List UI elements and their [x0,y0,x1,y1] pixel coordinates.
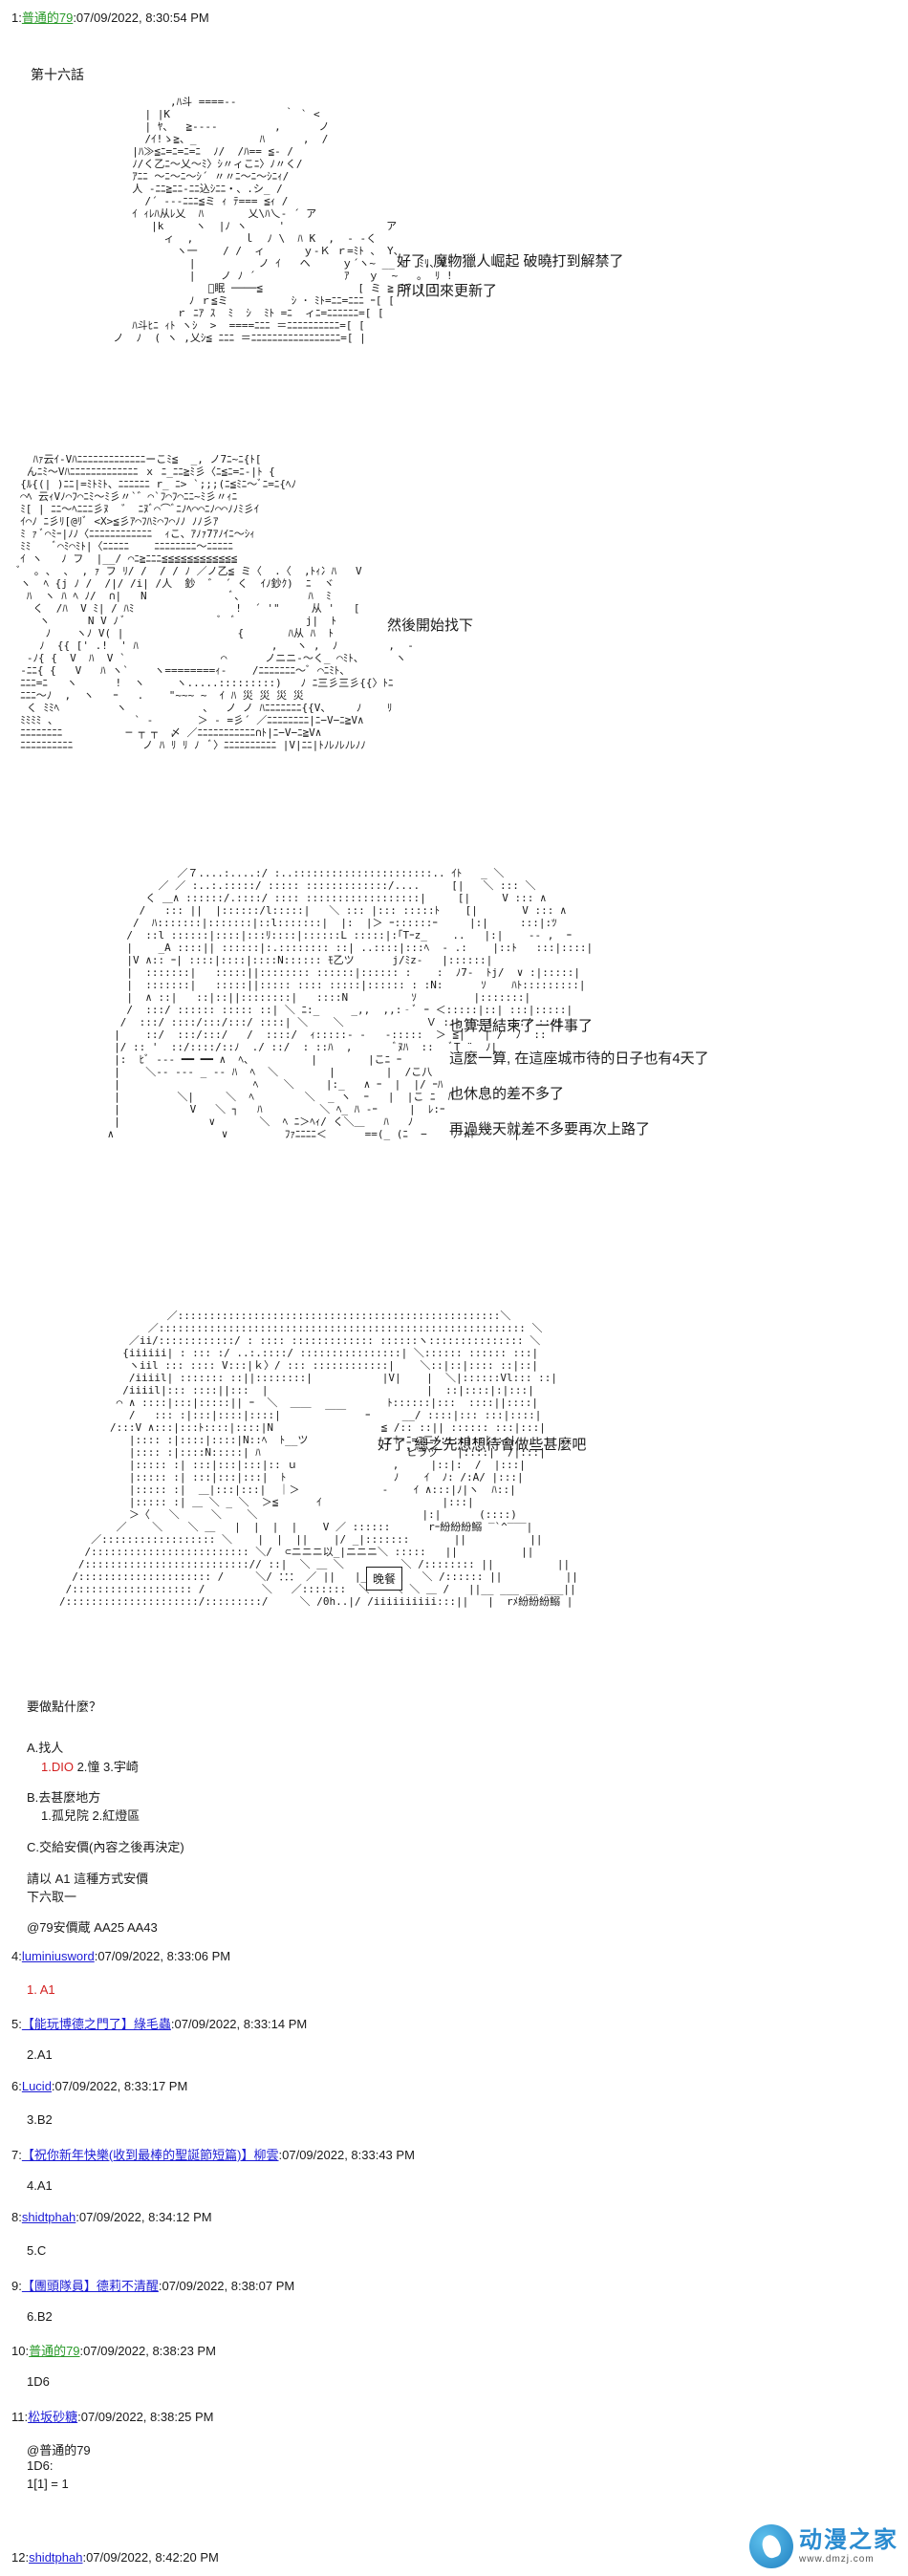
post-body: 1. A1 [27,1982,55,1997]
post-header: 9:【團頭隊員】德莉不清醒:07/09/2022, 8:38:07 PM [11,2276,294,2294]
ascii-art-panel-4: ／:::::::::::::::::::::::::::::::::::::::… [59,1310,578,1608]
post-number: 11: [11,2410,29,2424]
post-header: 6:Lucid:07/09/2022, 8:33:17 PM [11,2079,187,2093]
post-number: 4: [11,1949,22,1963]
post-date: :07/09/2022, 8:38:25 PM [77,2410,214,2424]
post-header: 12:shidtphah:07/09/2022, 8:42:20 PM [11,2550,219,2565]
post-number: 1: [11,11,22,25]
post-number: 10: [11,2344,30,2358]
watermark-title: 动漫之家 [799,2527,898,2554]
post-date: :07/09/2022, 8:42:20 PM [82,2550,219,2565]
choice-b-options: 1.孤兒院 2.紅燈區 [41,1808,141,1823]
poster-name-link[interactable]: 【祝你新年快樂(收到最棒的聖誕節短篇)】柳雲 [21,2148,279,2162]
watermark-url: www.dmzj.com [799,2553,875,2565]
post-body: 1D6 [27,2374,50,2389]
poster-name-link[interactable]: shidtphah [21,2210,76,2224]
post-date: :07/09/2022, 8:38:23 PM [79,2344,216,2358]
choice-take: 下六取一 [27,1890,77,1904]
post-date: :07/09/2022, 8:34:12 PM [76,2210,212,2224]
chapter-title: 第十六話 [31,67,84,82]
post-date: :07/09/2022, 8:33:06 PM [94,1949,231,1963]
post-number: 5: [11,2017,22,2031]
panel-4-caption: 好了, 總之先想想待會做些甚麼吧 [378,1437,587,1453]
watermark-text: 动漫之家 www.dmzj.com [799,2527,898,2565]
panel-1-caption: 好了, 魔物獵人崛起 破曉打到解禁了 [397,253,624,270]
post-body: 5.C [27,2243,47,2258]
post-header: 7:【祝你新年快樂(收到最棒的聖誕節短篇)】柳雲:07/09/2022, 8:3… [11,2145,415,2163]
panel-3-caption: 也休息的差不多了 [449,1086,565,1102]
poster-name-link[interactable]: Lucid [21,2079,52,2093]
panel-2-caption: 然後開始找下 [387,617,474,634]
poster-name-link[interactable]: 【能玩博德之門了】綠毛蟲 [21,2017,171,2031]
post-header: 4:luminiusword:07/09/2022, 8:33:06 PM [11,1949,230,1963]
post-date: :07/09/2022, 8:30:54 PM [73,11,209,25]
post-number: 8: [11,2210,22,2224]
choice-c-header: C.交給安價(內容之後再決定) [27,1840,184,1854]
post-number: 6: [11,2079,22,2093]
dmzj-logo-icon [749,2524,793,2568]
poster-name-link[interactable]: luminiusword [21,1949,95,1963]
choice-a1: 1.DIO [41,1760,74,1774]
post-number: 7: [11,2148,22,2162]
post-body: 4.A1 [27,2178,53,2193]
post-date: :07/09/2022, 8:33:43 PM [278,2148,415,2162]
post-header: 8:shidtphah:07/09/2022, 8:34:12 PM [11,2210,212,2224]
post-number: 9: [11,2279,22,2293]
post-header: 10:普通的79:07/09/2022, 8:38:23 PM [11,2341,216,2359]
post-body-line: @普通的79 [27,2443,91,2457]
anka-line: @79安價蔵 AA25 AA43 [27,1920,158,1935]
ascii-art-panel-3: ／７....:....:/ :..::::::::::::::::::::::.… [107,867,594,1140]
post-date: :07/09/2022, 8:33:17 PM [51,2079,188,2093]
ascii-art-panel-2: ﾊｧ云ｲ-Vﾊﾆﾆﾆﾆﾆﾆﾆﾆﾆﾆﾆﾆﾆーこﾐ≦ _, ノ7ﾆ~ﾆ{ﾄ[ んﾆﾐ… [13,453,414,751]
post-header: 1:普通的79:07/09/2022, 8:30:54 PM [11,8,209,26]
choice-a23: 2.憧 3.宇崎 [73,1760,139,1774]
choice-question: 要做點什麼？ [27,1699,102,1714]
dinner-menu-board: 晚餐 [366,1567,403,1591]
poster-name-link[interactable]: 普通的79 [21,11,74,25]
ascii-art-panel-1: ,ﾊ斗 ====-‐ | |K ｀ ` < | ﾔ、 ≧‐-‐- , ノ /ｲ!… [113,96,453,344]
site-watermark: 动漫之家 www.dmzj.com [749,2524,898,2568]
post-body-line: 1D6: [27,2458,54,2473]
post-date: :07/09/2022, 8:38:07 PM [158,2279,295,2293]
post-body: 6.B2 [27,2309,53,2324]
post-body-line: 1[1] = 1 [27,2477,69,2491]
post-body: 3.B2 [27,2112,53,2127]
poster-name-link[interactable]: 【團頭隊員】德莉不清醒 [21,2279,159,2293]
post-header: 5:【能玩博德之門了】綠毛蟲:07/09/2022, 8:33:14 PM [11,2014,307,2032]
poster-name-link[interactable]: shidtphah [29,2550,83,2565]
choice-a-options: 1.DIO 2.憧 3.宇崎 [41,1757,139,1775]
panel-3-caption: 這麼一算, 在這座城市待的日子也有4天了 [449,1050,709,1067]
poster-name-link[interactable]: 松坂砂糖 [28,2410,78,2424]
post-body: 2.A1 [27,2047,53,2062]
choice-b-header: B.去甚麼地方 [27,1790,101,1805]
post-header: 11:松坂砂糖:07/09/2022, 8:38:25 PM [11,2407,214,2425]
poster-name-link[interactable]: 普通的79 [29,2344,80,2358]
panel-1-caption: 所以回來更新了 [397,283,498,299]
post-number: 12: [11,2550,30,2565]
post-date: :07/09/2022, 8:33:14 PM [170,2017,308,2031]
choice-instruction: 請以 A1 這種方式安價 [27,1872,149,1886]
panel-3-caption: 也算是結束了一件事了 [449,1018,594,1034]
panel-3-caption: 再過幾天就差不多要再次上路了 [449,1121,651,1137]
choice-a-header: A.找人 [27,1741,64,1755]
